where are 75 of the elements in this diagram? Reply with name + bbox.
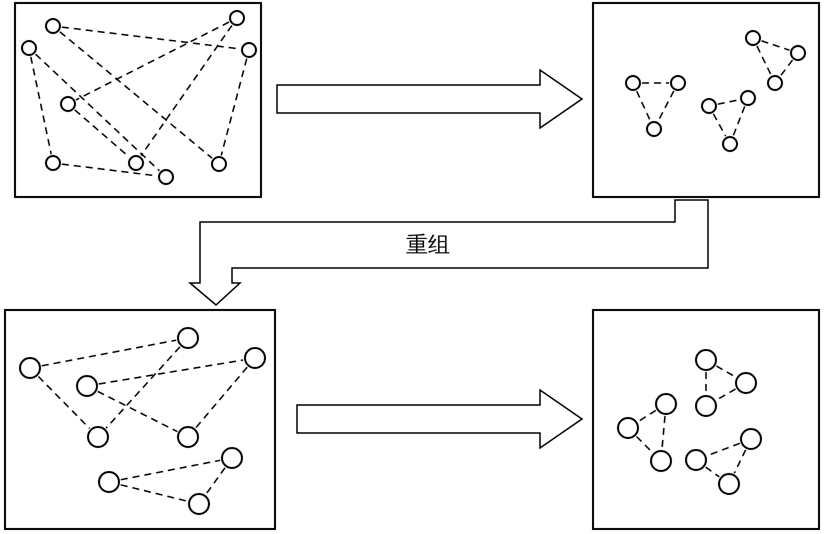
node-circle <box>241 42 257 58</box>
node-circle <box>128 155 144 171</box>
node-circle <box>244 347 266 369</box>
dashed-line <box>780 60 794 76</box>
dashed-line <box>35 54 160 172</box>
dashed-line <box>220 58 248 156</box>
node-circle <box>19 357 41 379</box>
dashed-line <box>716 365 736 378</box>
network-panel <box>4 309 276 530</box>
dashed-line <box>712 114 726 136</box>
node-circle <box>617 417 639 439</box>
dashed-line <box>761 40 790 51</box>
node-circle <box>722 136 738 152</box>
dashed-line <box>97 390 178 432</box>
node-circle <box>695 349 717 371</box>
dashed-line <box>76 21 230 101</box>
node-circle <box>87 426 109 448</box>
block-arrow <box>276 68 584 130</box>
dashed-line <box>120 484 188 502</box>
dashed-line <box>658 90 674 122</box>
node-circle <box>177 426 199 448</box>
node-circle <box>655 393 677 415</box>
dashed-line <box>705 372 707 394</box>
node-circle <box>767 75 783 91</box>
node-circle <box>740 428 762 450</box>
node-circle <box>158 169 174 185</box>
dashed-line <box>661 416 666 450</box>
node-circle <box>735 372 757 394</box>
node-circle <box>790 45 806 61</box>
node-circle <box>718 473 740 495</box>
node-circle <box>625 75 641 91</box>
node-circle <box>221 447 243 469</box>
node-circle <box>740 90 756 106</box>
node-circle <box>650 450 672 472</box>
dashed-line <box>716 388 736 401</box>
dashed-line <box>30 56 52 154</box>
dashed-line <box>756 46 772 76</box>
dashed-line <box>205 467 226 495</box>
dashed-line <box>636 436 654 454</box>
dashed-line <box>195 366 248 428</box>
node-circle <box>45 18 61 34</box>
dashed-line <box>42 339 176 367</box>
dashed-line <box>120 460 220 480</box>
dashed-line <box>98 359 244 385</box>
node-circle <box>21 40 37 56</box>
dashed-line <box>636 90 651 122</box>
dashed-line <box>106 346 180 429</box>
node-circle <box>646 121 662 137</box>
node-circle <box>685 449 707 471</box>
network-panel <box>14 2 262 198</box>
node-circle <box>188 493 210 515</box>
node-circle <box>177 327 199 349</box>
node-circle <box>670 75 686 91</box>
node-circle <box>745 30 761 46</box>
dashed-line <box>642 82 669 84</box>
dashed-line <box>638 410 656 422</box>
block-arrow <box>188 199 709 306</box>
node-circle <box>701 98 717 114</box>
dashed-line <box>732 106 746 136</box>
dashed-line <box>705 466 720 478</box>
node-circle <box>229 10 245 26</box>
dashed-line <box>140 24 233 156</box>
node-circle <box>60 96 76 112</box>
node-circle <box>76 375 98 397</box>
node-circle <box>45 155 61 171</box>
node-circle <box>98 471 120 493</box>
network-panel <box>592 309 820 530</box>
node-circle <box>695 395 717 417</box>
dashed-line <box>38 376 90 430</box>
dashed-line <box>734 449 746 474</box>
network-panel <box>592 2 820 198</box>
dashed-line <box>59 31 213 159</box>
node-circle <box>211 156 227 172</box>
dashed-line <box>718 99 740 105</box>
block-arrow <box>296 388 584 450</box>
